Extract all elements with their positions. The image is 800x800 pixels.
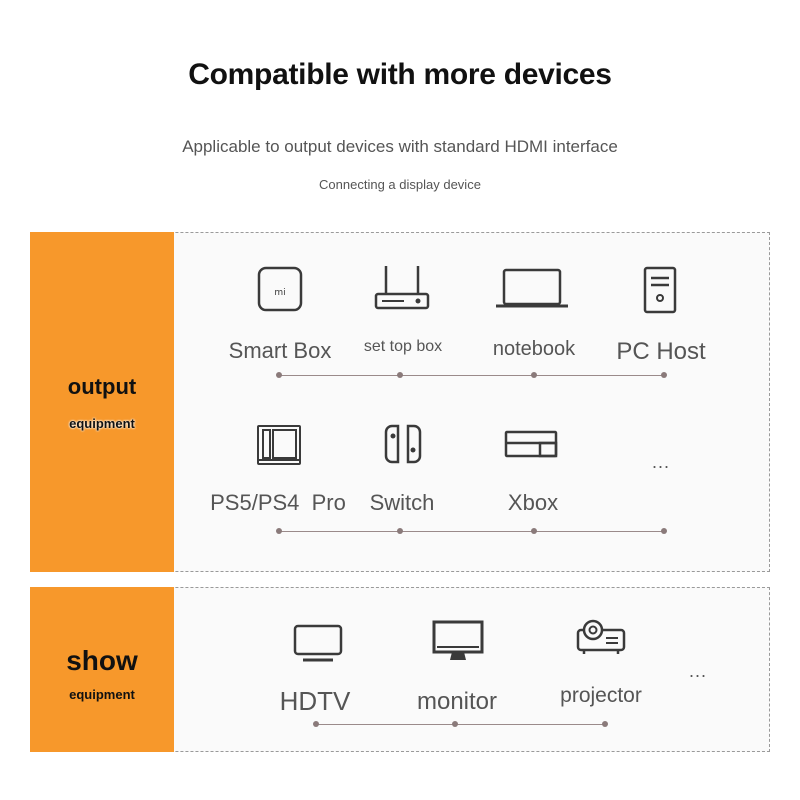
pc-host-icon — [643, 266, 677, 314]
page-subtitle: Applicable to output devices with standa… — [182, 137, 618, 156]
show-dot — [602, 721, 608, 727]
row2-connector — [279, 531, 664, 532]
row1-dot — [397, 372, 403, 378]
monitor-icon — [432, 620, 484, 660]
label-notebook: notebook — [492, 338, 576, 360]
show-subtitle: equipment — [69, 687, 135, 702]
notebook-icon — [496, 268, 568, 308]
label-smart-box: Smart Box — [228, 338, 332, 363]
show-connector — [316, 724, 605, 725]
label-ps5-ps4-pro: PS5/PS4 Pro — [210, 490, 346, 515]
output-more: ... — [652, 452, 671, 472]
row2-dot — [661, 528, 667, 534]
row1-dot — [531, 372, 537, 378]
hdtv-icon — [293, 624, 343, 662]
label-set-top-box: set top box — [363, 338, 443, 355]
row1-connector — [279, 375, 664, 376]
show-title: show — [66, 645, 138, 676]
label-projector: projector — [560, 684, 642, 707]
label-switch: Switch — [369, 490, 435, 515]
label-xbox: Xbox — [507, 490, 559, 515]
set-top-box-icon — [374, 266, 430, 310]
row2-dot — [397, 528, 403, 534]
projector-icon — [576, 619, 626, 654]
xbox-icon — [504, 430, 558, 458]
output-subtitle: equipment — [69, 416, 135, 431]
smart-box-logo: mi — [274, 288, 285, 298]
output-side-tab: output equipment — [30, 232, 174, 572]
row2-dot — [276, 528, 282, 534]
label-hdtv: HDTV — [279, 686, 351, 716]
show-side-tab: show equipment — [30, 587, 174, 752]
label-monitor: monitor — [416, 688, 498, 715]
output-title: output — [67, 374, 137, 399]
switch-icon — [384, 424, 422, 464]
show-dot — [313, 721, 319, 727]
row1-dot — [661, 372, 667, 378]
smart-box-icon: mi — [257, 266, 303, 312]
show-more: ... — [689, 661, 708, 681]
ps5-icon — [257, 425, 301, 465]
page-title: Compatible with more devices — [188, 58, 612, 91]
row1-dot — [276, 372, 282, 378]
page-caption: Connecting a display device — [319, 177, 481, 192]
label-pc-host: PC Host — [616, 338, 706, 365]
row2-dot — [531, 528, 537, 534]
show-dot — [452, 721, 458, 727]
